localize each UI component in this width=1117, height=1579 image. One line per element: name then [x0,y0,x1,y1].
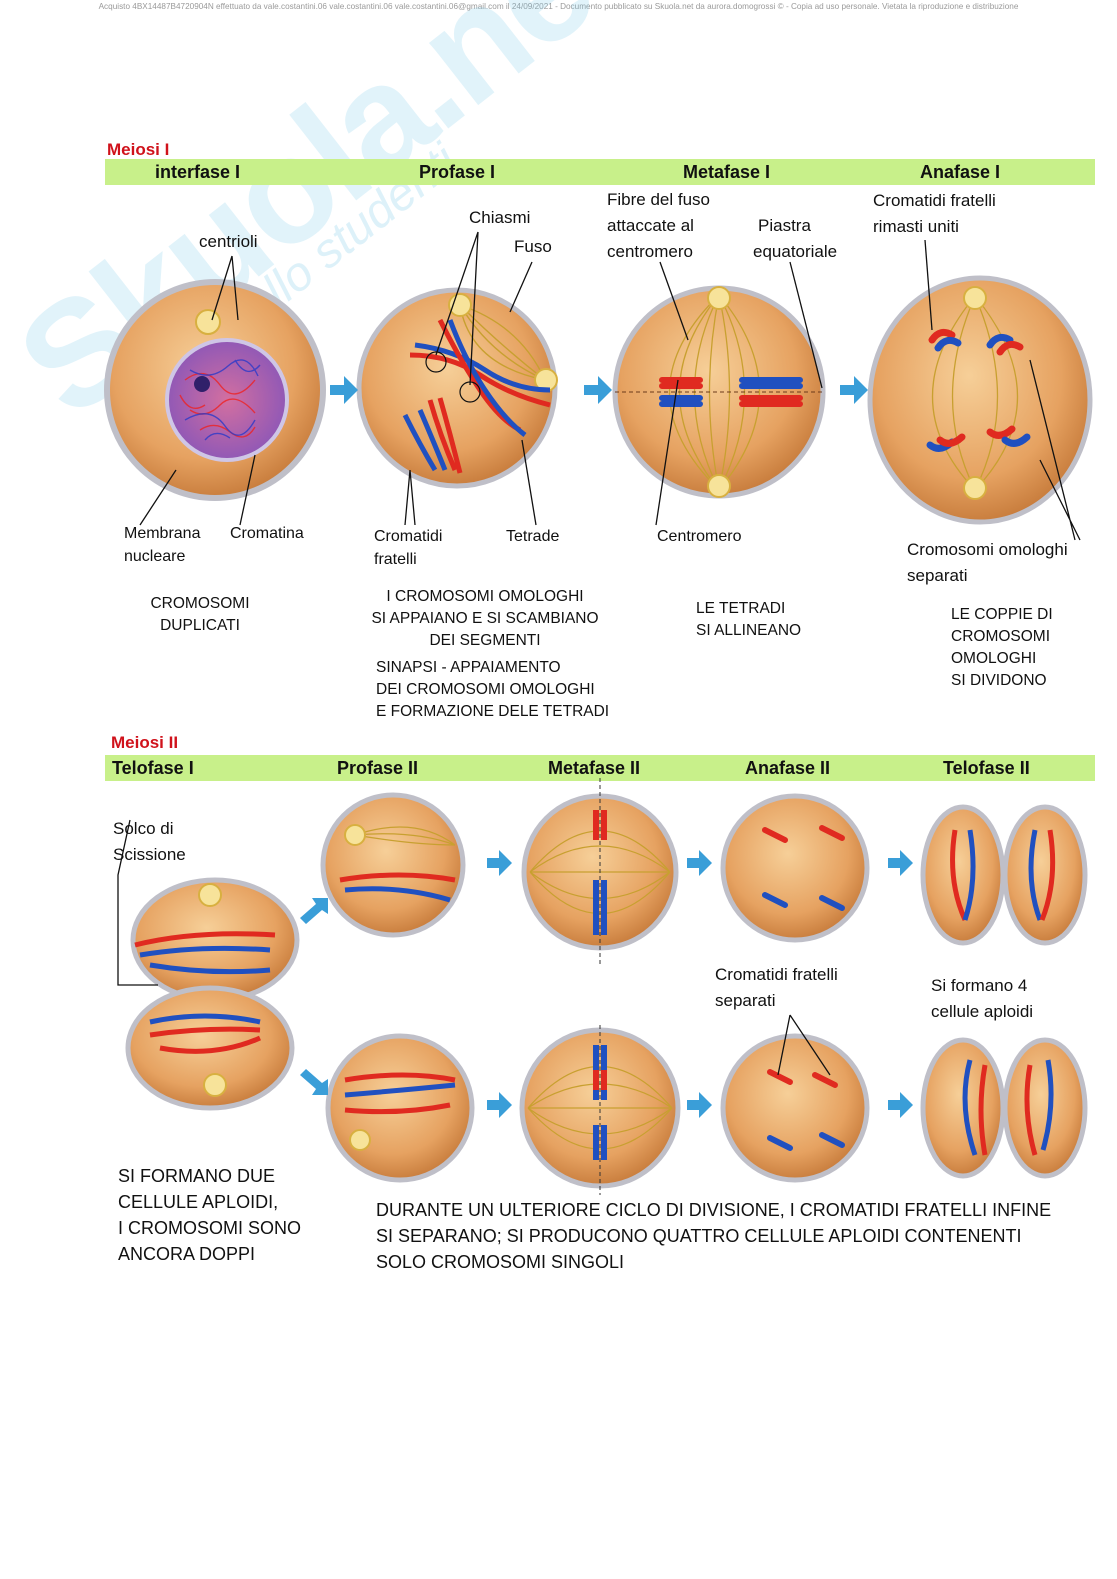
label-fibre-3: centromero [607,242,693,261]
caption-telofase-1: SI FORMANO DUE CELLULE APLOIDI, I CROMOS… [118,1163,301,1267]
cell-anafase-2-top [720,793,870,943]
cell-anafase-2-bottom [720,1014,870,1183]
label-piastra-2: equatoriale [753,242,838,261]
phase-telofase-1: Telofase I [112,758,194,778]
label-centrioli: centrioli [199,232,258,251]
meiosi1-phase-band: interfase I Profase I Metafase I Anafase… [105,159,1095,185]
caption-telofase-line2: CELLULE APLOIDI, [118,1192,279,1212]
label-omologhi-separati-2: separati [907,566,968,585]
caption-interfase-line2: DUPLICATI [160,617,240,634]
caption-metafase-line1: LE TETRADI [696,600,786,617]
label-quattro-cellule-1: Si formano 4 [931,976,1028,995]
arrows-row1 [330,376,868,404]
label-cromatina: Cromatina [230,525,304,542]
label-piastra-1: Piastra [758,216,811,235]
caption-finale-line2: SI SEPARANO; SI PRODUCONO QUATTRO CELLUL… [376,1226,1022,1246]
label-cromatidi-separati-1: Cromatidi fratelli [715,965,838,984]
caption-interfase: CROMOSOMI DUPLICATI [140,593,260,637]
cell-metafase-2-top [521,778,679,965]
cell-interfase-1 [104,279,326,501]
caption-metafase-line2: SI ALLINEANO [696,622,802,639]
meiosi2-phase-band: Telofase I Profase II Metafase II Anafas… [105,755,1095,781]
phase-anafase-1: Anafase I [920,162,1001,182]
meiosi1-title: Meiosi I [107,140,170,159]
caption-finale-line1: DURANTE UN ULTERIORE CICLO DI DIVISIONE,… [376,1200,1052,1220]
caption-sinapsi-line3: E FORMAZIONE DELE TETRADI [376,703,610,720]
caption-sinapsi-line2: DEI CROMOSOMI OMOLOGHI [376,681,595,698]
caption-profase-line3: DEI SEGMENTI [429,632,541,649]
label-membrana-2: nucleare [124,548,186,565]
cell-profase-2-top [320,792,466,938]
caption-metafase: LE TETRADI SI ALLINEANO [696,598,801,642]
phase-telofase-2: Telofase II [943,758,1030,778]
cell-profase-2-bottom [325,1033,475,1183]
caption-profase: I CROMOSOMI OMOLOGHI SI APPAIANO E SI SC… [365,586,605,652]
caption-profase-line2: SI APPAIANO E SI SCAMBIANO [371,610,599,627]
caption-anafase-line3: OMOLOGHI [951,650,1037,667]
caption-anafase-line4: SI DIVIDONO [951,672,1047,689]
phase-profase-1: Profase I [419,162,496,182]
cell-telofase-1 [125,877,300,1111]
label-cromatidi-fratelli-1: Cromatidi [374,528,443,545]
caption-profase-line1: I CROMOSOMI OMOLOGHI [386,588,584,605]
caption-telofase-line3: I CROMOSOMI SONO [118,1218,302,1238]
cell-metafase-1 [612,285,826,499]
centriole [195,309,221,335]
caption-anafase-line1: LE COPPIE DI [951,606,1053,623]
arrows-row2 [300,850,913,1118]
meiosi2-title: Meiosi II [111,733,179,752]
label-omologhi-separati-1: Cromosomi omologhi [907,540,1068,559]
caption-interfase-line1: CROMOSOMI [150,595,250,612]
label-cromatidi-uniti-1: Cromatidi fratelli [873,191,996,210]
phase-metafase-1: Metafase I [683,162,771,182]
label-membrana-1: Membrana [124,525,201,542]
phase-profase-2: Profase II [337,758,419,778]
cell-metafase-2-bottom [519,1025,681,1195]
label-solco-2: Scissione [113,845,186,864]
label-chiasmi: Chiasmi [469,208,531,227]
cell-telofase-2-bottom [920,1037,1088,1179]
cell-profase-1 [356,287,558,489]
label-solco-1: Solco di [113,819,174,838]
label-fibre-1: Fibre del fuso [607,190,710,209]
label-cromatidi-fratelli-2: fratelli [374,551,417,568]
header-notice: Acquisto 4BX14487B4720904N effettuato da… [98,2,1019,11]
label-centromero: Centromero [657,528,742,545]
label-cromatidi-uniti-2: rimasti uniti [873,217,959,236]
nucleolus [194,376,210,392]
cell-anafase-1 [867,275,1093,525]
label-fibre-2: attaccate al [607,216,694,235]
pointer-lines-row1 [139,231,1081,541]
cell-telofase-2-top [920,804,1088,946]
caption-sinapsi-line1: SINAPSI - APPAIAMENTO [376,659,561,676]
label-cromatidi-separati-2: separati [715,991,776,1010]
caption-anafase-line2: CROMOSOMI [951,628,1051,645]
caption-finale-line3: SOLO CROMOSOMI SINGOLI [376,1252,625,1272]
caption-anafase: LE COPPIE DI CROMOSOMI OMOLOGHI SI DIVID… [951,604,1053,692]
caption-telofase-line4: ANCORA DOPPI [118,1244,256,1264]
label-tetrade: Tetrade [506,528,560,545]
label-fuso: Fuso [514,237,552,256]
caption-telofase-line1: SI FORMANO DUE [118,1166,276,1186]
phase-metafase-2: Metafase II [548,758,641,778]
caption-sinapsi: SINAPSI - APPAIAMENTO DEI CROMOSOMI OMOL… [376,657,609,723]
phase-anafase-2: Anafase II [745,758,831,778]
solco-pointer [117,819,158,986]
caption-finale: DURANTE UN ULTERIORE CICLO DI DIVISIONE,… [376,1197,1051,1275]
label-quattro-cellule-2: cellule aploidi [931,1002,1034,1021]
phase-interfase-1: interfase I [155,162,241,182]
